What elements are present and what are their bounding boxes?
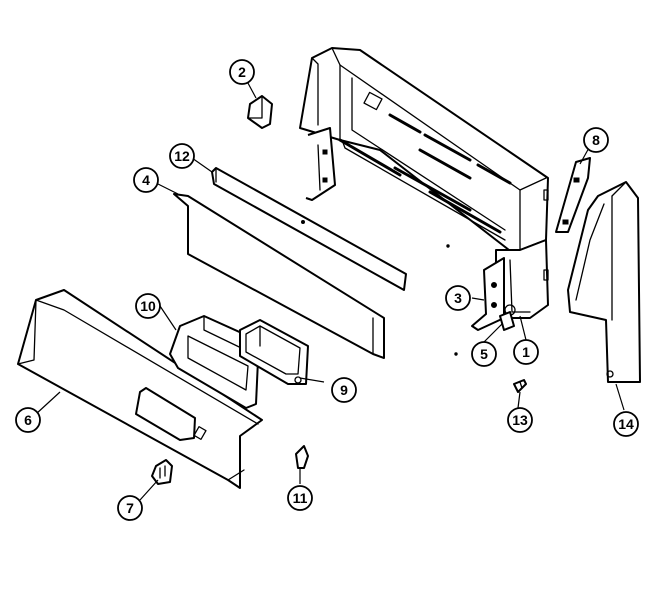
svg-text:2: 2: [238, 64, 246, 80]
part-switch: [151, 459, 173, 485]
callout-9: 9: [331, 377, 357, 403]
svg-text:12: 12: [174, 148, 190, 164]
svg-text:13: 13: [512, 412, 528, 428]
svg-text:1: 1: [522, 344, 530, 360]
callout-3: 3: [445, 285, 471, 311]
part-control-panel-front: [17, 289, 263, 489]
svg-text:6: 6: [24, 412, 32, 428]
svg-text:11: 11: [293, 490, 308, 506]
part-panel-backing: [173, 193, 385, 359]
callout-7: 7: [117, 495, 143, 521]
callout-1: 1: [513, 339, 539, 365]
svg-text:8: 8: [592, 132, 600, 148]
part-small-bracket: [247, 95, 273, 129]
callout-5: 5: [471, 341, 497, 367]
svg-text:7: 7: [126, 500, 134, 516]
svg-text:3: 3: [454, 290, 462, 306]
callout-14: 14: [613, 411, 639, 437]
callout-11: 11: [287, 485, 313, 511]
part-end-cap: [567, 181, 641, 383]
part-clip: [295, 445, 309, 469]
part-screw: [513, 379, 527, 393]
callout-2: 2: [229, 59, 255, 85]
part-electronic-control: [239, 319, 309, 385]
part-mount-bracket: [471, 257, 505, 331]
svg-text:14: 14: [618, 416, 634, 432]
svg-text:10: 10: [140, 298, 156, 314]
svg-text:4: 4: [142, 172, 150, 188]
part-backguard-frame: [299, 47, 549, 319]
callout-4: 4: [133, 167, 159, 193]
part-small-clip: [499, 311, 515, 331]
svg-text:5: 5: [480, 346, 488, 362]
callout-6: 6: [15, 407, 41, 433]
callout-12: 12: [169, 143, 195, 169]
callout-8: 8: [583, 127, 609, 153]
svg-text:9: 9: [340, 382, 348, 398]
callout-10: 10: [135, 293, 161, 319]
callout-13: 13: [507, 407, 533, 433]
part-end-cap-trim: [555, 157, 591, 233]
part-trim-strip: [211, 167, 407, 291]
